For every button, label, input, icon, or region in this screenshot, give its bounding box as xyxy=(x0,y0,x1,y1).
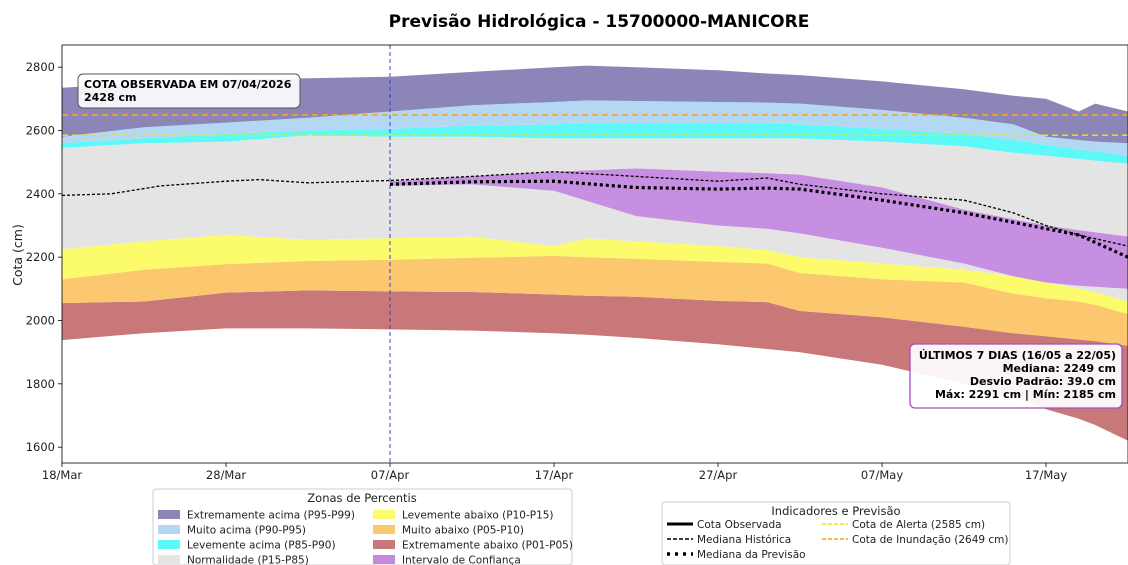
x-tick-label: 07/May xyxy=(861,468,903,482)
legend-swatch xyxy=(373,555,395,564)
legend-label: Extremamente acima (P95-P99) xyxy=(187,510,355,522)
legend-label: Mediana da Previsão xyxy=(697,549,806,561)
legend-swatch xyxy=(158,525,180,534)
legend-label: Mediana Histórica xyxy=(697,534,791,546)
stats-annotation-box xyxy=(909,343,1123,409)
legend-label: Normalidade (P15-P85) xyxy=(187,555,309,565)
legend-indicators-title: Indicadores e Previsão xyxy=(771,504,900,518)
observed-annotation-value: 2428 cm xyxy=(84,91,136,104)
legend-label: Muito acima (P90-P95) xyxy=(187,525,306,537)
legend-swatch xyxy=(158,510,180,519)
plot-frame xyxy=(61,44,1128,464)
y-tick-label: 2000 xyxy=(26,314,55,328)
stats-annotation: ÚLTIMOS 7 DIAS (16/05 a 22/05) Mediana: … xyxy=(909,343,1123,409)
stats-stddev: Desvio Padrão: 39.0 cm xyxy=(970,375,1116,388)
legend-indicators: Indicadores e Previsão Cota ObservadaMed… xyxy=(661,501,1011,565)
x-tick-label: 17/Apr xyxy=(535,468,574,482)
y-tick-label: 2600 xyxy=(26,124,55,138)
legend-label: Extremamente abaixo (P01-P05) xyxy=(402,540,573,552)
observed-annotation-box xyxy=(77,73,301,109)
stats-period: ÚLTIMOS 7 DIAS (16/05 a 22/05) xyxy=(919,349,1116,362)
x-tick-label: 27/Apr xyxy=(699,468,738,482)
legend-indicators-box xyxy=(661,501,1011,565)
y-tick-label: 2400 xyxy=(26,187,55,201)
band-p10-p15 xyxy=(62,235,1128,315)
legend-label: Levemente acima (P85-P90) xyxy=(187,540,336,552)
band-p05-p10 xyxy=(62,255,1128,346)
legend-swatch xyxy=(158,540,180,549)
confidence-interval-area xyxy=(390,168,1128,289)
x-tick-label: 28/Mar xyxy=(206,468,246,482)
observed-annotation: COTA OBSERVADA EM 07/04/2026 2428 cm xyxy=(77,73,301,109)
y-tick-label: 1600 xyxy=(26,440,55,454)
legend-percentiles-box xyxy=(152,488,573,565)
x-tick-label: 07/Apr xyxy=(371,468,410,482)
y-axis-label: Cota (cm) xyxy=(10,224,25,286)
stats-maxmin: Máx: 2291 cm | Mín: 2185 cm xyxy=(935,388,1116,401)
legend-label: Muito abaixo (P05-P10) xyxy=(402,525,524,537)
confidence-interval xyxy=(390,168,1128,289)
observed-annotation-title: COTA OBSERVADA EM 07/04/2026 xyxy=(84,78,292,91)
band-p95-p99 xyxy=(62,65,1128,144)
legend-percentiles: Zonas de Percentis Extremamente acima (P… xyxy=(152,488,573,565)
y-tick-label: 2200 xyxy=(26,250,55,264)
legend-label: Cota de Inundação (2649 cm) xyxy=(852,534,1009,546)
legend-swatch xyxy=(373,525,395,534)
band-p90-p95 xyxy=(62,100,1128,156)
band-p01-p05 xyxy=(62,290,1128,441)
x-tick-label: 17/May xyxy=(1025,468,1067,482)
y-tick-label: 1800 xyxy=(26,377,55,391)
legend-swatch xyxy=(373,540,395,549)
historical-median-line xyxy=(62,171,1128,247)
percentile-bands xyxy=(62,65,1128,441)
y-tick-label: 2800 xyxy=(26,60,55,74)
legend-percentiles-title: Zonas de Percentis xyxy=(307,491,416,505)
axes: 1600 1800 2000 2200 2400 2600 2800 18/Mar 28/Mar… xyxy=(26,60,1068,482)
legend-swatch xyxy=(373,510,395,519)
series-lines xyxy=(62,45,1128,463)
stats-median: Mediana: 2249 cm xyxy=(1003,362,1116,375)
legend-label: Levemente abaixo (P10-P15) xyxy=(402,510,554,522)
legend-label: Cota Observada xyxy=(697,519,782,531)
chart-title: Previsão Hidrológica - 15700000-MANICORE xyxy=(389,12,810,32)
legend-label: Cota de Alerta (2585 cm) xyxy=(852,519,985,531)
x-tick-label: 18/Mar xyxy=(42,468,82,482)
band-p15-p85 xyxy=(62,135,1128,302)
legend-swatch xyxy=(158,555,180,564)
legend-label: Intervalo de Confiança xyxy=(402,555,521,565)
forecast-median-line xyxy=(389,179,1128,259)
plot-border xyxy=(61,44,1128,464)
band-p85-p90 xyxy=(62,123,1128,164)
